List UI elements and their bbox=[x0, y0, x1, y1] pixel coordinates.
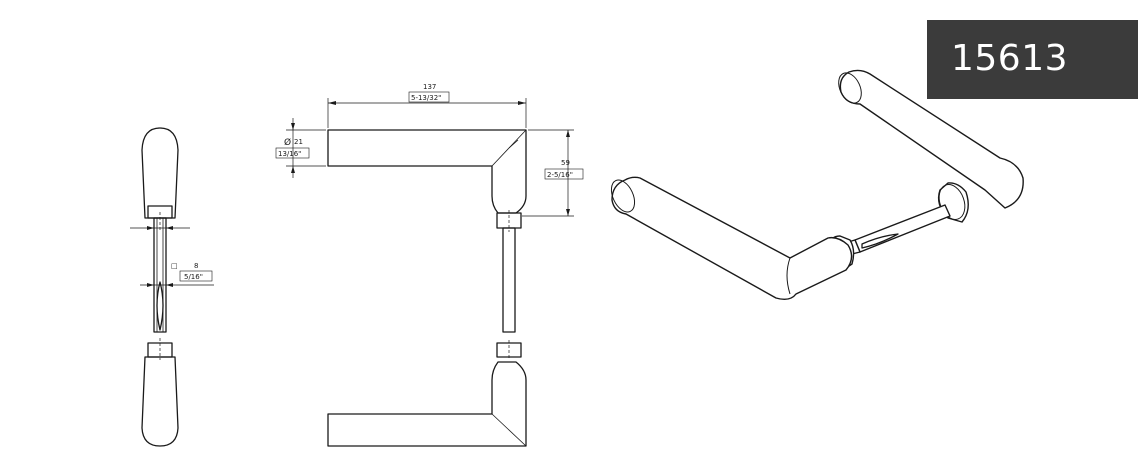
isometric-view bbox=[610, 69, 1024, 301]
height-mm: 59 bbox=[561, 159, 570, 167]
length-dimension: 137 5-13/32" bbox=[327, 83, 527, 128]
length-mm: 137 bbox=[423, 83, 436, 91]
spindle-dimension: □ 8 5/16" bbox=[171, 262, 213, 282]
spindle-mm: 8 bbox=[194, 262, 198, 270]
front-view bbox=[327, 129, 527, 447]
product-code-badge: 15613 bbox=[927, 20, 1138, 99]
spindle-inch: 5/16" bbox=[184, 273, 203, 281]
side-view bbox=[130, 127, 214, 447]
square-symbol: □ bbox=[171, 262, 178, 270]
product-code: 15613 bbox=[951, 38, 1069, 79]
diameter-inch: 13/16" bbox=[278, 150, 301, 158]
diameter-symbol: Ø bbox=[284, 137, 291, 148]
height-inch: 2-5/16" bbox=[547, 171, 573, 179]
height-dimension: 59 2-5/16" bbox=[522, 129, 584, 217]
length-inch: 5-13/32" bbox=[411, 94, 441, 102]
diameter-dimension: Ø 21 13/16" bbox=[275, 118, 326, 178]
diameter-mm: 21 bbox=[294, 138, 303, 146]
